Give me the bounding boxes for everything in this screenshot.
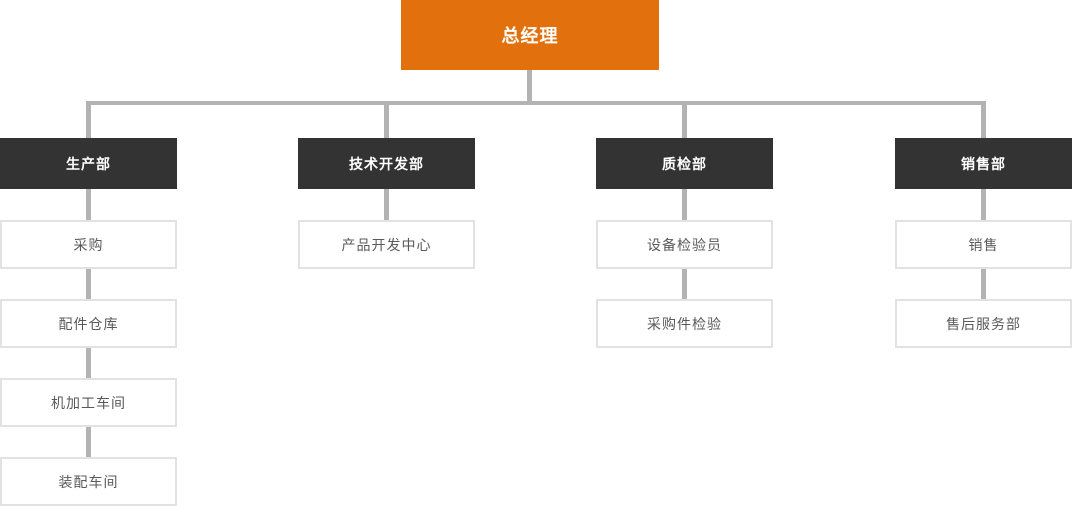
node-general-manager: 总经理 (401, 0, 659, 70)
connector-col0-stub-3 (86, 348, 91, 378)
node-sales: 销售 (895, 220, 1072, 269)
node-assembly-workshop: 装配车间 (0, 457, 177, 506)
connector-col0-header-stub (86, 101, 91, 138)
connector-col0-stub-2 (86, 269, 91, 299)
node-dept-quality-inspection: 质检部 (596, 138, 773, 189)
node-after-sales-service: 售后服务部 (895, 299, 1072, 348)
connector-col2-stub-2 (682, 269, 687, 299)
connector-root-stub (527, 70, 532, 105)
node-equipment-inspector: 设备检验员 (596, 220, 773, 269)
connector-col2-header-stub (682, 101, 687, 138)
connector-col0-stub-4 (86, 427, 91, 457)
node-purchasing: 采购 (0, 220, 177, 269)
connector-col2-stub-1 (682, 189, 687, 220)
node-dept-production: 生产部 (0, 138, 177, 189)
connector-col3-stub-2 (981, 269, 986, 299)
connector-horizontal-rail (86, 101, 986, 105)
connector-col3-header-stub (981, 101, 986, 138)
connector-col3-stub-1 (981, 189, 986, 220)
connector-col0-stub-1 (86, 189, 91, 220)
node-dept-sales: 销售部 (895, 138, 1072, 189)
node-product-dev-center: 产品开发中心 (298, 220, 475, 269)
node-dept-tech-development: 技术开发部 (298, 138, 475, 189)
node-purchased-parts-inspection: 采购件检验 (596, 299, 773, 348)
node-machining-workshop: 机加工车间 (0, 378, 177, 427)
connector-col1-header-stub (384, 101, 389, 138)
connector-col1-stub-1 (384, 189, 389, 220)
node-parts-warehouse: 配件仓库 (0, 299, 177, 348)
